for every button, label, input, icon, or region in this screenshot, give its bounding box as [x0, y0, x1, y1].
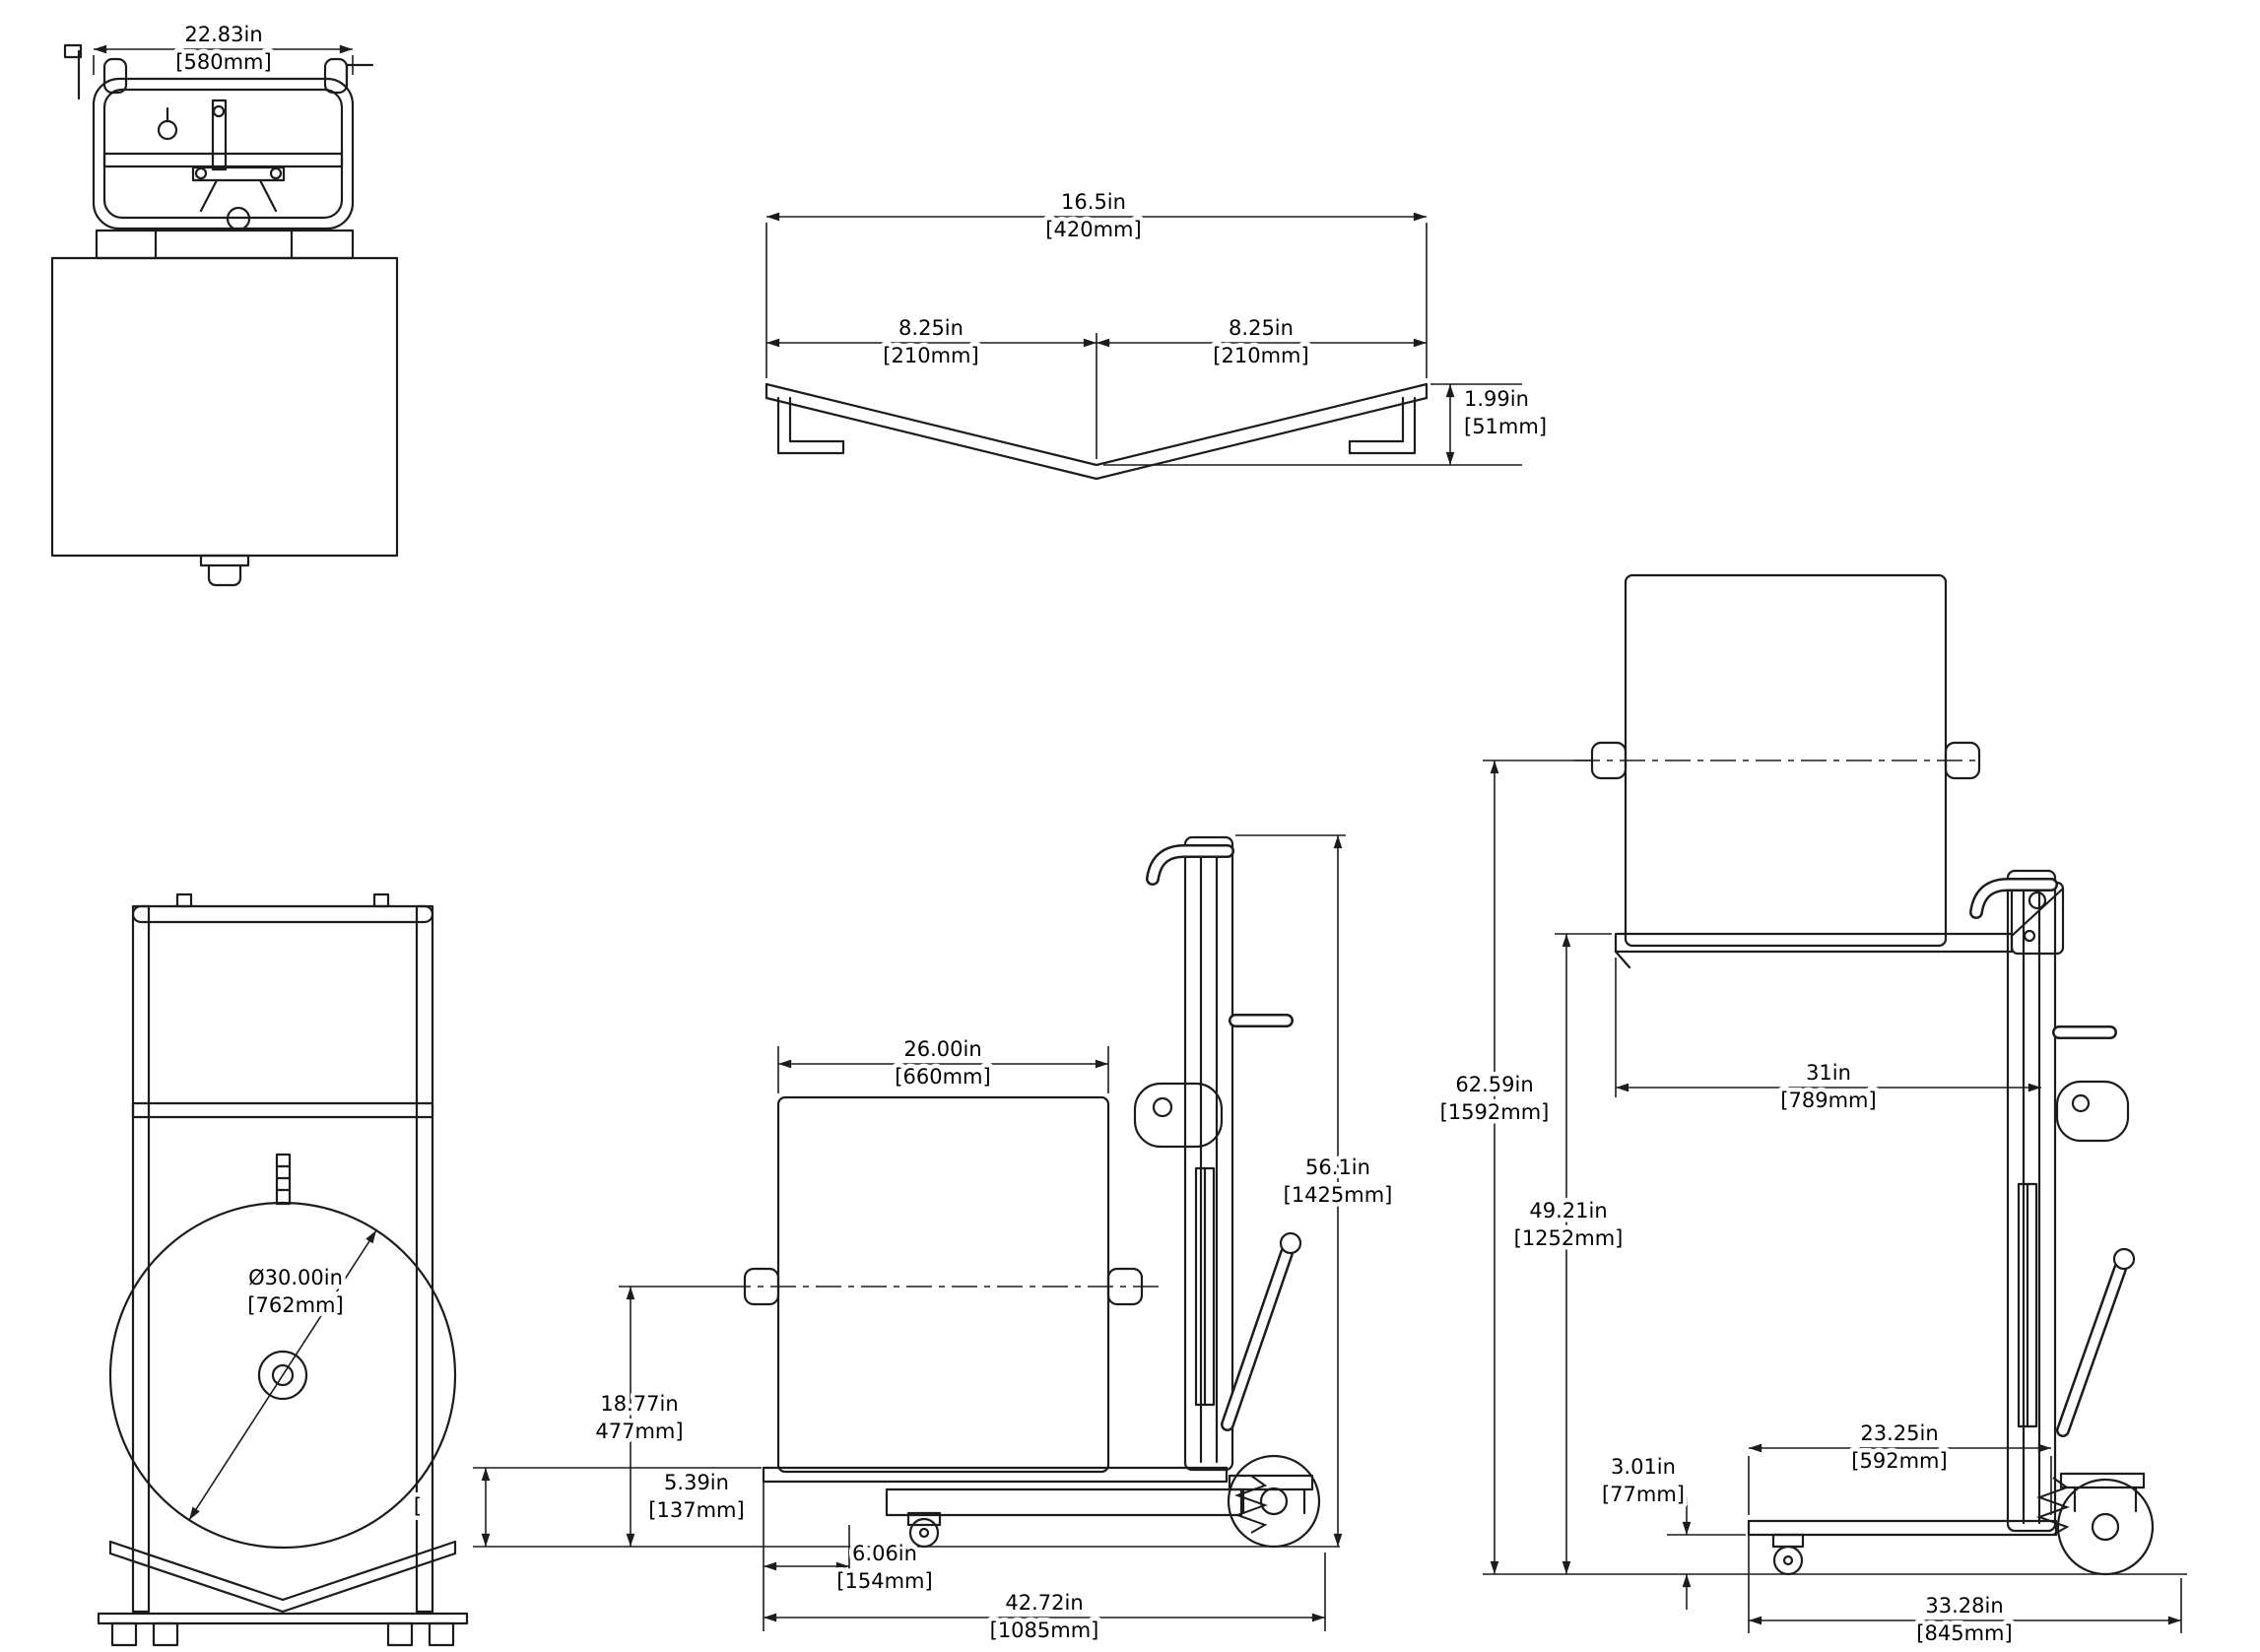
dim-overall-length-lowered-in: 42.72in — [1005, 1591, 1083, 1615]
dim-axle-height-raised-in: 62.59in — [1455, 1073, 1533, 1096]
dim-cradle-halves: 8.25in [210mm] 8.25in [210mm] — [766, 312, 1427, 459]
dim-platform-height-raised: 49.21in [1252mm] — [1509, 933, 1628, 1574]
dim-top-width-raised-mm: [789mm] — [1780, 1089, 1876, 1112]
dim-axle-height-lowered: 18.77in 477mm] — [591, 1286, 725, 1547]
dim-cradle-depth-in: 1.99in — [1464, 387, 1529, 411]
dim-overall-height-lowered-in: 56.1in — [1305, 1156, 1370, 1179]
dim-cradle-width-mm: [420mm] — [1045, 218, 1141, 241]
dim-top-width-mm: [580mm] — [175, 50, 271, 74]
dim-ground-clearance-in: 3.01in — [1611, 1455, 1676, 1479]
dim-platform-height-raised-in: 49.21in — [1529, 1199, 1607, 1222]
view-cradle-section: 16.5in [420mm] 8.25in [210mm] 8.25in [21… — [764, 186, 1552, 481]
dim-roll-diameter-in: Ø30.00in — [248, 1266, 343, 1289]
dim-axle-height-lowered-mm: 477mm] — [595, 1420, 683, 1443]
dim-front-overhang: 6.06in [154mm] — [764, 1525, 937, 1598]
dim-axle-height-raised-mm: [1592mm] — [1440, 1100, 1550, 1124]
dim-axle-height-lowered-in: 18.77in — [600, 1392, 678, 1416]
dim-overall-height-lowered: 56.1in [1425mm] — [1235, 834, 1397, 1547]
dim-axle-height-raised: 62.59in [1592mm] — [1435, 760, 1592, 1574]
dim-base-length-mm: [592mm] — [1851, 1449, 1947, 1473]
dim-top-width-raised-in: 31in — [1806, 1061, 1851, 1085]
dim-platform-height-lowered-in: 5.39in — [664, 1471, 729, 1494]
view-top: 22.83in [580mm] — [50, 19, 399, 587]
dim-ground-clearance-mm: [77mm] — [1602, 1483, 1685, 1506]
dim-cradle-left-mm: [210mm] — [883, 344, 978, 367]
dim-roll-length-in: 26.00in — [903, 1037, 981, 1061]
dim-cradle-depth: 1.99in [51mm] — [1103, 383, 1552, 466]
dim-front-overhang-mm: [154mm] — [836, 1569, 932, 1593]
view-side-lowered: 26.00in [660mm] 56.1in [1425mm] 18.77in … — [409, 834, 1397, 1647]
dim-ground-clearance: 3.01in [77mm] — [1597, 1451, 1746, 1610]
dim-cradle-right-in: 8.25in — [1229, 316, 1294, 340]
dim-roll-diameter: Ø30.00in [762mm] — [188, 1229, 377, 1521]
view-front: Ø30.00in [762mm] — [97, 892, 469, 1647]
dim-cradle-width-in: 16.5in — [1061, 190, 1126, 214]
dim-base-length-in: 23.25in — [1860, 1421, 1938, 1445]
dim-overall-base-length-in: 33.28in — [1925, 1594, 2003, 1618]
dim-overall-base-length-mm: [845mm] — [1916, 1621, 2012, 1645]
stray-bracket: [ — [414, 1494, 422, 1518]
dim-front-overhang-in: 6.06in — [852, 1542, 917, 1565]
dim-roll-length: 26.00in [660mm] — [777, 1033, 1109, 1093]
view-side-raised: 62.59in [1592mm] 49.21in [1252mm] 31in [… — [1435, 573, 2187, 1650]
dim-roll-length-mm: [660mm] — [895, 1065, 990, 1089]
dim-platform-height-raised-mm: [1252mm] — [1514, 1226, 1624, 1250]
dim-platform-height-lowered-mm: [137mm] — [648, 1498, 744, 1522]
dim-top-width-raised: 31in [789mm] — [1615, 958, 2041, 1117]
dim-roll-diameter-mm: [762mm] — [247, 1293, 343, 1317]
dim-cradle-depth-mm: [51mm] — [1464, 415, 1547, 438]
dim-top-width-in: 22.83in — [184, 23, 262, 46]
dim-overall-base-length: 33.28in [845mm] — [1748, 1533, 2182, 1650]
dim-top-width: 22.83in [580mm] — [93, 19, 354, 79]
dim-base-length: 23.25in [592mm] — [1748, 1418, 2052, 1515]
dim-cradle-width: 16.5in [420mm] — [765, 186, 1428, 378]
dim-overall-length-lowered-mm: [1085mm] — [990, 1619, 1099, 1642]
dim-cradle-left-in: 8.25in — [898, 316, 964, 340]
dim-overall-length-lowered: 42.72in [1085mm] — [763, 1482, 1326, 1647]
dim-platform-height-lowered: 5.39in [137mm] [ — [409, 1467, 762, 1547]
dim-cradle-right-mm: [210mm] — [1213, 344, 1308, 367]
dim-overall-height-lowered-mm: [1425mm] — [1284, 1183, 1393, 1207]
